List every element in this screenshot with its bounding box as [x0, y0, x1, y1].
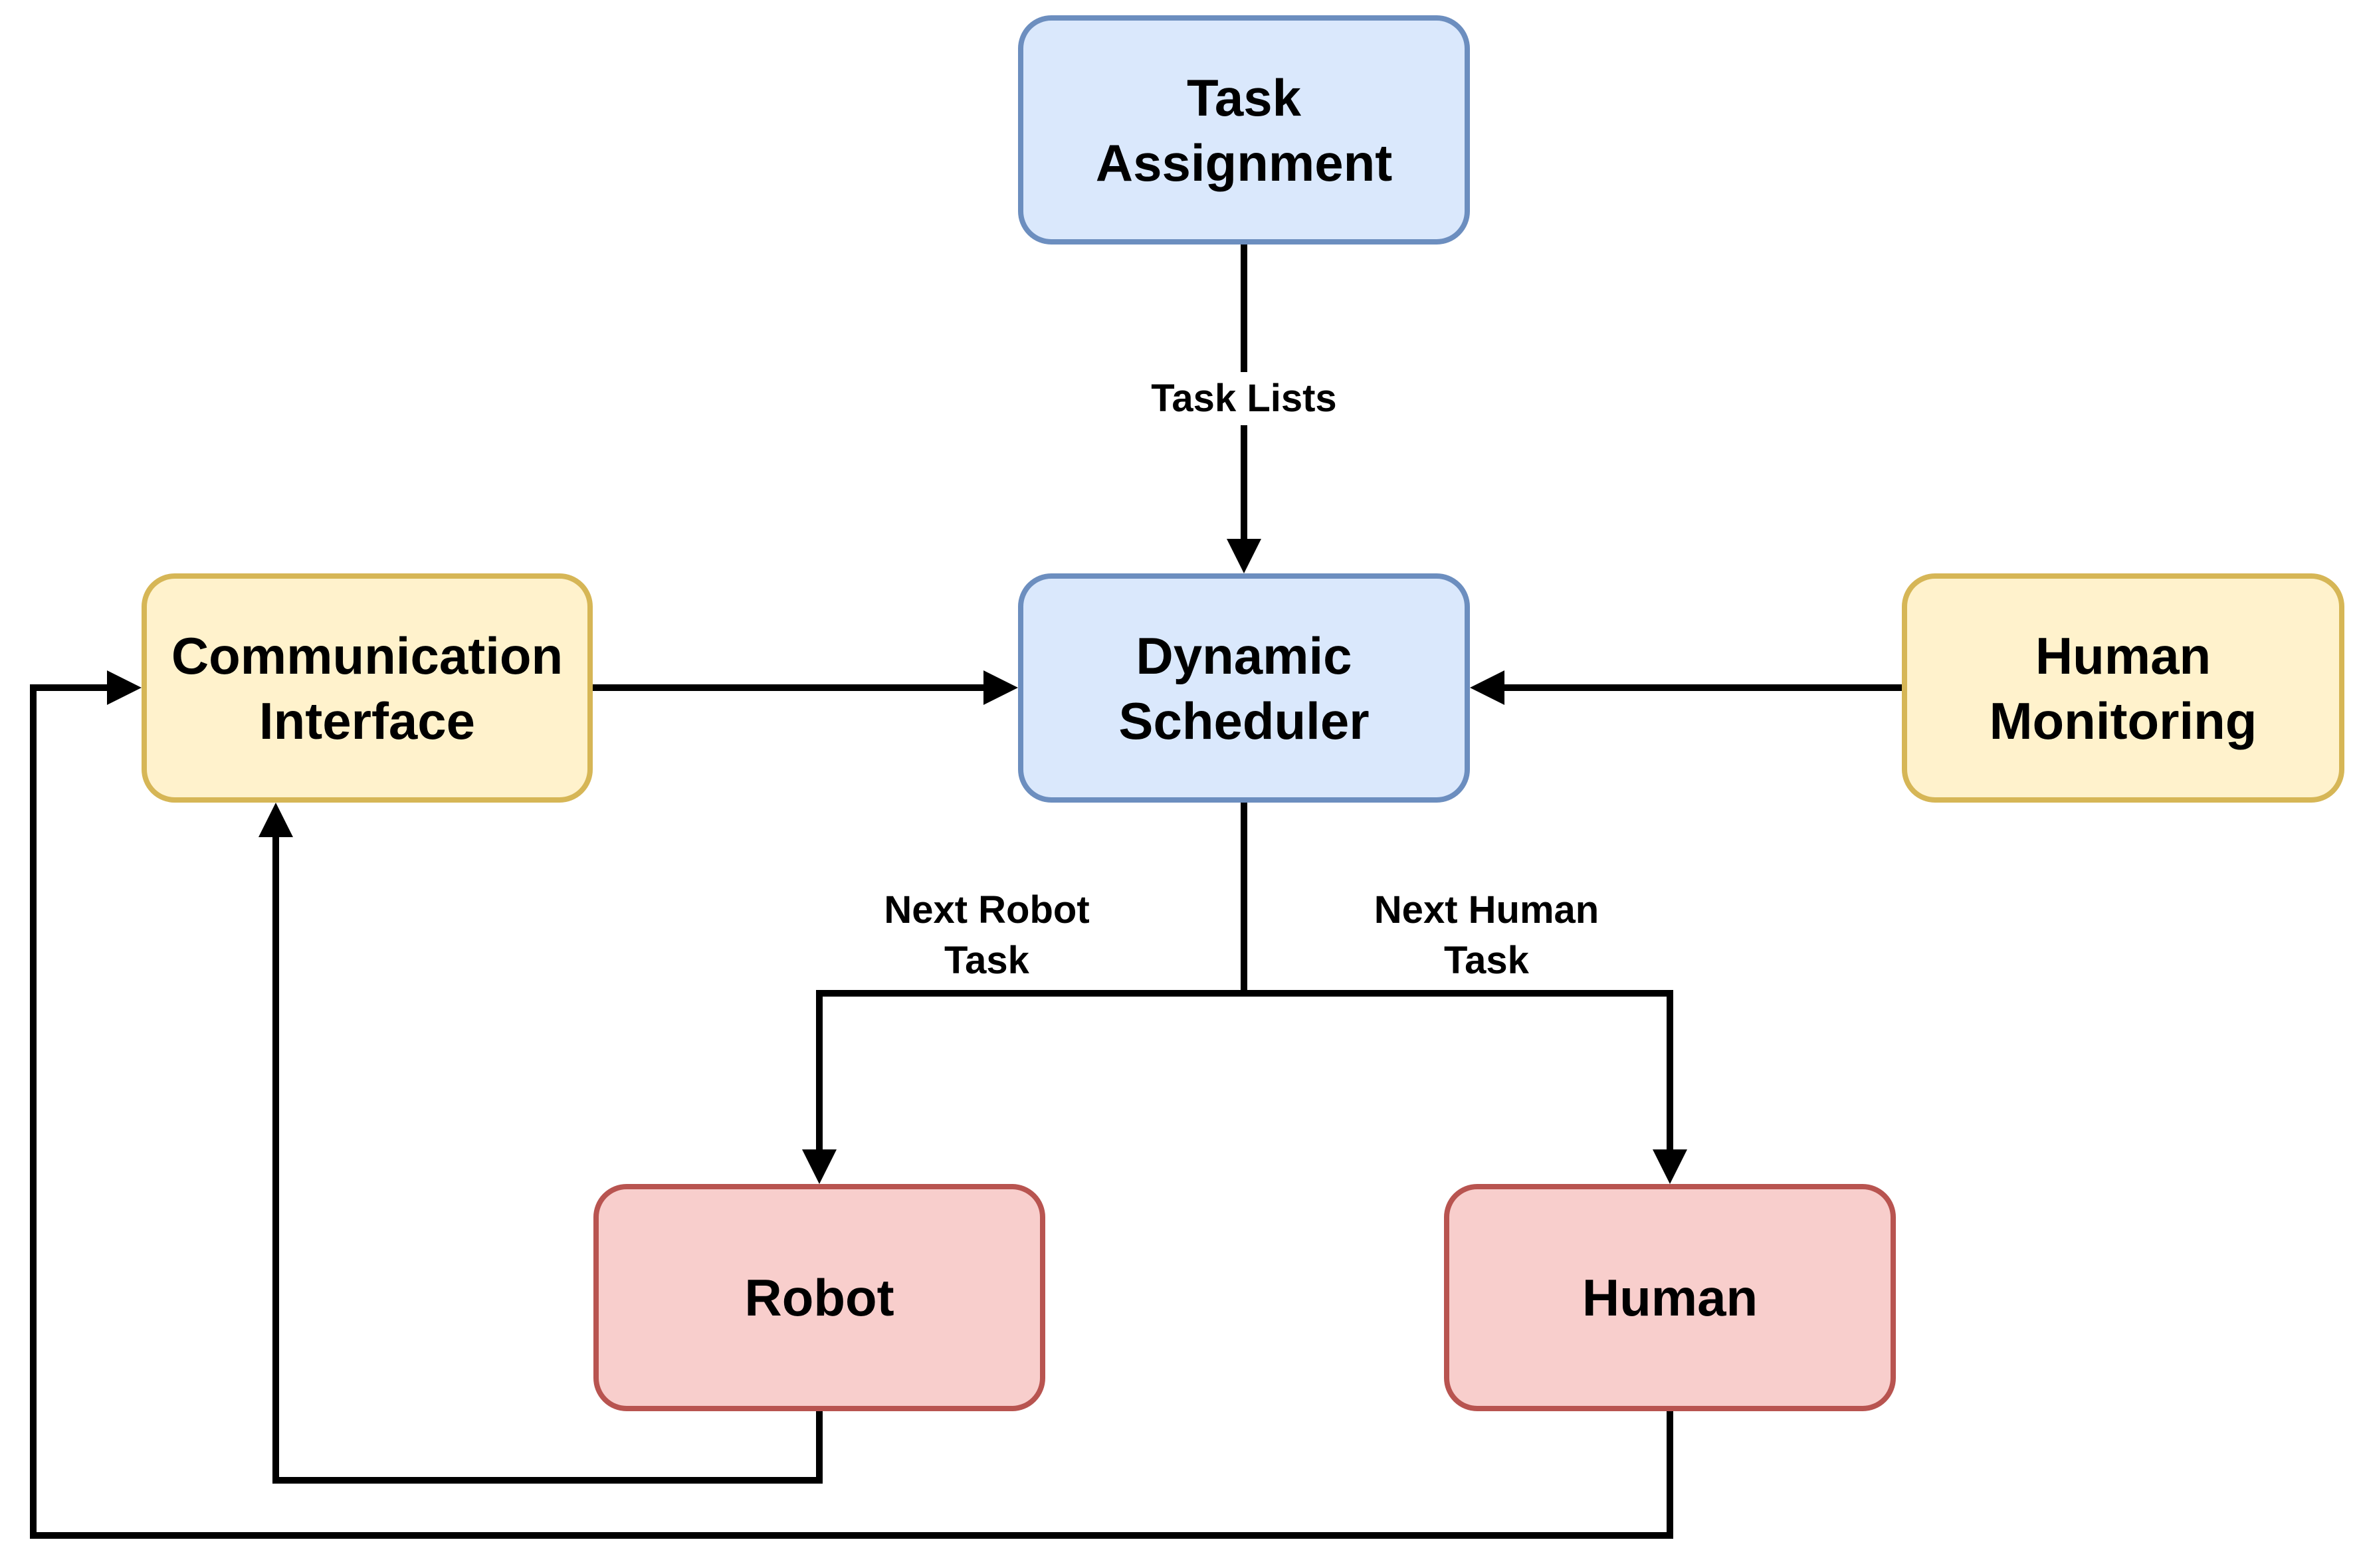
node-human-monitoring-label-line1: Human [2035, 626, 2211, 685]
edge-label-next-human-task-line2: Task [1444, 939, 1529, 982]
node-communication-interface-label-line1: Communication [171, 626, 564, 685]
node-dynamic-scheduler-label-line2: Scheduler [1118, 691, 1370, 750]
arrowhead-into-comm-interface-bottom [258, 803, 293, 837]
edge-label-next-human-task: Next Human Task [1364, 884, 1609, 987]
node-dynamic-scheduler: Dynamic Scheduler [1018, 573, 1470, 803]
arrowhead-into-scheduler-left [983, 670, 1018, 705]
arrowhead-into-scheduler-top [1227, 539, 1261, 573]
arrowhead-into-comm-interface-left [107, 670, 142, 705]
arrowhead-into-scheduler-right [1470, 670, 1504, 705]
node-task-assignment-label-line1: Task [1187, 68, 1301, 127]
node-robot: Robot [593, 1184, 1045, 1411]
edge-robot-feedback-to-comm-interface [272, 834, 823, 1484]
node-robot-label-line1: Robot [744, 1268, 894, 1327]
edge-scheduler-branch-split [816, 990, 1673, 1153]
edge-label-next-robot-task-line2: Task [944, 939, 1029, 982]
edge-label-task-lists-line1: Task Lists [1151, 377, 1337, 420]
node-human-monitoring: Human Monitoring [1902, 573, 2344, 803]
edge-human-feedback-to-comm-interface [30, 684, 1673, 1539]
edge-label-next-robot-task: Next Robot Task [874, 884, 1099, 987]
edge-label-next-robot-task-line1: Next Robot [884, 888, 1090, 931]
node-human-label-line1: Human [1582, 1268, 1758, 1327]
node-human-monitoring-label-line2: Monitoring [1989, 691, 2257, 750]
node-communication-interface-label-line2: Interface [258, 691, 476, 750]
arrowhead-into-robot-top [802, 1149, 837, 1184]
node-task-assignment-label-line2: Assignment [1095, 133, 1393, 192]
edge-label-next-human-task-line1: Next Human [1374, 888, 1599, 931]
node-communication-interface: Communication Interface [142, 573, 593, 803]
node-dynamic-scheduler-label-line1: Dynamic [1136, 626, 1352, 685]
node-human: Human [1444, 1184, 1896, 1411]
edge-label-task-lists: Task Lists [1142, 372, 1346, 425]
arrowhead-into-human-top [1653, 1149, 1687, 1184]
node-task-assignment: Task Assignment [1018, 15, 1470, 245]
